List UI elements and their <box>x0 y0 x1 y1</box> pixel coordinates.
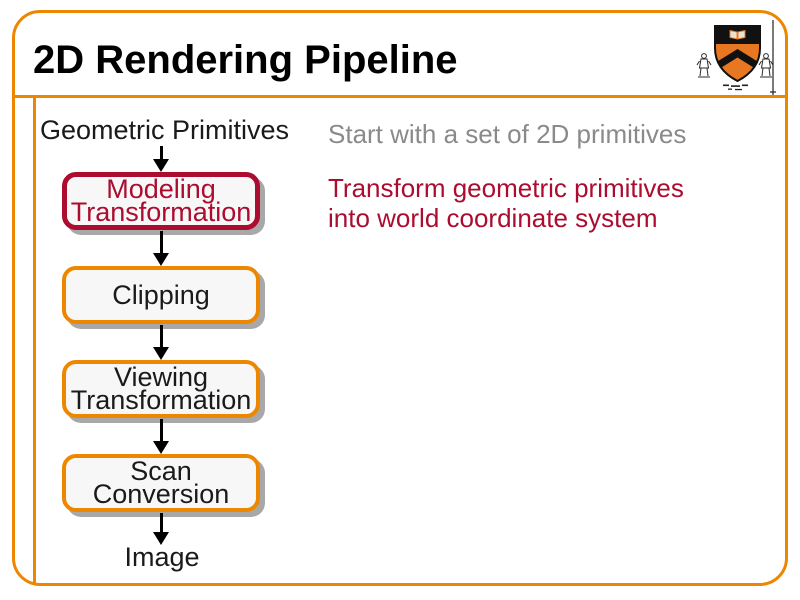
arrow-head <box>153 347 169 360</box>
arrow-stem <box>160 419 163 442</box>
motto-banner <box>723 84 748 91</box>
slide-border-frame <box>12 10 788 586</box>
down-arrow-icon <box>152 325 171 360</box>
down-arrow-icon <box>152 231 171 266</box>
arrow-stem <box>160 513 163 533</box>
flow-box-scan-conversion: Scan Conversion <box>62 454 260 512</box>
down-arrow-icon <box>152 513 171 545</box>
arrow-head <box>153 253 169 266</box>
open-book-glyph <box>729 29 746 40</box>
shield-chevron <box>715 49 760 72</box>
arrow-head <box>153 532 169 545</box>
flow-box-modeling-transformation: Modeling Transformation <box>62 172 260 230</box>
left-supporter-figure <box>696 53 712 78</box>
left-accent-line <box>33 95 36 584</box>
arrow-head <box>153 159 169 172</box>
right-supporter-figure <box>758 53 774 78</box>
arrow-head <box>153 441 169 454</box>
flow-box-viewing-transformation: Viewing Transformation <box>62 360 260 418</box>
arrow-stem <box>160 146 163 160</box>
down-arrow-icon <box>152 419 171 454</box>
title-separator-line <box>12 95 788 98</box>
arrow-stem <box>160 325 163 348</box>
flow-box-clipping: Clipping <box>62 266 260 324</box>
flow-end-label: Image <box>124 542 200 572</box>
flow-start-label: Geometric Primitives <box>39 115 290 145</box>
arrow-stem <box>160 231 163 254</box>
princeton-shield-logo <box>696 20 776 95</box>
note-highlight: Transform geometric primitives into worl… <box>328 173 684 233</box>
slide-title: 2D Rendering Pipeline <box>33 38 458 82</box>
down-arrow-icon <box>152 146 171 172</box>
note-start: Start with a set of 2D primitives <box>328 119 687 149</box>
